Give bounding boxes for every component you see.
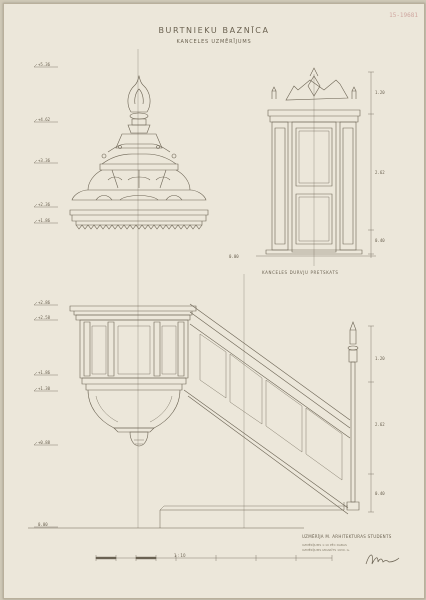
page-subtitle: KANCELES UZMĒRĪJUMS [176, 39, 252, 45]
level-mark: +2.36 [38, 202, 51, 207]
pulpit-drawing [28, 303, 374, 529]
level-mark: +4.62 [38, 117, 51, 122]
level-mark: +2.86 [38, 300, 51, 305]
level-mark: +2.58 [38, 315, 51, 320]
level-mark: +0.88 [38, 440, 51, 445]
scale-bar [95, 555, 333, 561]
door-drawing [256, 67, 376, 258]
door-caption: KANCELES DURVJU PRETSKATS [262, 270, 339, 275]
door-dimension: 1.20 [375, 90, 385, 95]
page-title: BURTNIEKU BAZNĪCA [158, 26, 270, 35]
architectural-drawing [28, 49, 400, 565]
scale-label: 1 : 10 [174, 553, 186, 558]
signature [365, 554, 400, 565]
post-dimension: 0.40 [375, 491, 385, 496]
canopy-drawing [69, 75, 209, 230]
level-mark: +5.36 [38, 62, 51, 67]
door-dimension: 0.40 [375, 238, 385, 243]
drawing-sheet: 15-19681 BURTNIEKU BAZNĪCA KANCELES UZMĒ… [3, 3, 425, 599]
level-mark: 0.00 [229, 254, 239, 259]
door-dimension: 2.62 [375, 170, 385, 175]
level-mark: 0.00 [38, 522, 48, 527]
level-mark: +1.30 [38, 386, 51, 391]
level-mark: +1.86 [38, 370, 51, 375]
footer-line: UZMĒRĪJUMS 1:10 PĒC DABAS [302, 543, 347, 547]
level-mark: +3.36 [38, 158, 51, 163]
level-ticks [33, 63, 58, 528]
footer-line: UZMĒRĪJUMS IZDARĪTS 1930. G. [302, 548, 350, 552]
level-mark: +1.86 [38, 218, 51, 223]
post-dimension: 2.62 [375, 422, 385, 427]
footer-line: UZMĒRĪJA M. ARHITEKTURAS STUDENTS [302, 534, 392, 539]
archive-stamp: 15-19681 [389, 12, 418, 19]
post-dimension: 1.20 [375, 356, 385, 361]
